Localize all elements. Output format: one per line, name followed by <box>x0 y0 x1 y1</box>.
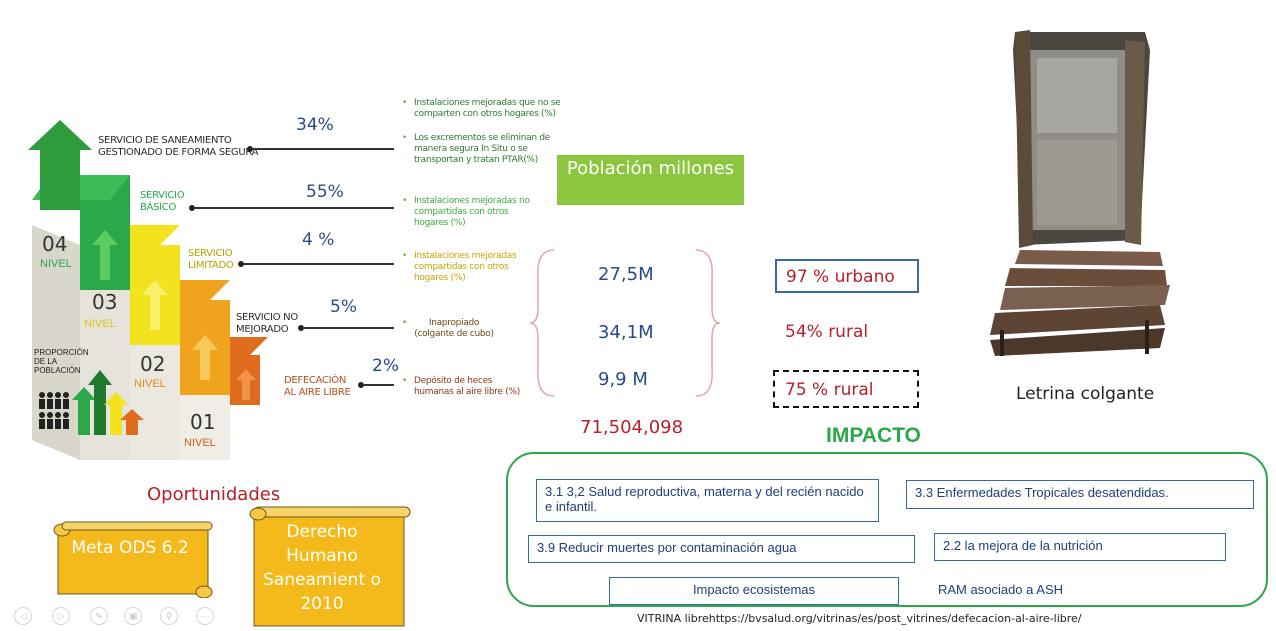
zoom-icon[interactable]: ⚲ <box>160 607 178 625</box>
level-01-nivel: NIVEL <box>184 437 216 449</box>
scroll-banner-1 <box>53 521 213 598</box>
impacto-title: IMPACTO <box>826 424 921 447</box>
level-04-nivel: NIVEL <box>40 258 72 270</box>
poblacion-title: Población millones <box>557 155 744 205</box>
level-03-nivel: NIVEL <box>84 318 116 330</box>
photo-caption: Letrina colgante <box>1016 384 1155 404</box>
desc-limited: Instalaciones mejoradas compartidas con … <box>402 251 524 284</box>
impacto-item-enfermedades: 3.3 Enfermedades Tropicales desatendidas… <box>906 480 1254 509</box>
connector-line <box>252 148 394 150</box>
line-dot <box>189 205 195 211</box>
line-dot <box>247 146 253 152</box>
level-02-nivel: NIVEL <box>134 378 166 390</box>
level-03-number: 03 <box>92 290 118 314</box>
pct-safely-managed: 34% <box>296 115 334 135</box>
share-rural-75: 75 % rural <box>773 370 919 408</box>
line-dot <box>238 261 244 267</box>
pct-basic: 55% <box>306 182 344 202</box>
poblacion-value-2: 34,1M <box>598 322 654 343</box>
poblacion-total: 71,504,098 <box>580 417 684 438</box>
prev-slide-icon[interactable]: ◁ <box>14 607 32 625</box>
pct-open-defecation: 2% <box>372 356 399 376</box>
line-dot <box>358 382 364 388</box>
population-proportion-label: PROPORCIÓN DE LA POBLACIÓN <box>34 348 89 375</box>
next-slide-icon[interactable]: ▷ <box>52 607 70 625</box>
slides-icon[interactable]: ▣ <box>124 607 142 625</box>
impacto-item-salud: 3.1 3,2 Salud reproductiva, materna y de… <box>536 479 879 522</box>
connector-line <box>243 263 394 265</box>
desc-basic: Instalaciones mejoradas no compartidas c… <box>402 196 544 229</box>
impacto-item-nutricion: 2.2 la mejora de la nutrición <box>934 533 1226 561</box>
impacto-item-contaminacion: 3.9 Reducir muertes por contaminación ag… <box>528 535 915 563</box>
pct-unimproved: 5% <box>330 297 357 317</box>
scroll-derecho-humano: Derecho Humano Saneamient o 2010 <box>263 522 381 614</box>
level-label-unimproved: SERVICIO NO MEJORADO <box>236 312 298 335</box>
impacto-container <box>506 452 1268 607</box>
share-rural-54: 54% rural <box>785 322 869 342</box>
desc-unimproved: Inapropiado (colgante de cubo) <box>402 318 494 340</box>
poblacion-value-3: 9,9 M <box>598 369 648 390</box>
share-urbano: 97 % urbano <box>775 259 919 293</box>
pen-icon[interactable]: ✎ <box>90 607 108 625</box>
oportunidades-title: Oportunidades <box>147 484 281 505</box>
level-label-limited: SERVICIO LIMITADO <box>188 248 234 271</box>
poblacion-value-1: 27,5M <box>598 264 654 285</box>
connector-line <box>194 207 394 209</box>
impacto-item-ram: RAM asociado a ASH <box>938 582 1064 597</box>
sanitation-ladder-graphic <box>28 120 268 460</box>
line-dot <box>298 325 304 331</box>
desc-safely-managed-1: Instalaciones mejoradas que no se compar… <box>402 98 574 120</box>
latrine-photo <box>990 30 1170 356</box>
level-label-open-defecation: DEFECACIÓN AL AIRE LIBRE <box>284 375 351 398</box>
scroll-meta-ods: Meta ODS 6.2 <box>71 538 189 558</box>
pct-limited: 4 % <box>302 230 335 250</box>
impacto-item-ecosistemas: Impacto ecosistemas <box>609 577 899 605</box>
menu-icon[interactable]: ⋯ <box>196 607 214 625</box>
level-label-safely-managed: SERVICIO DE SANEAMIENTO GESTIONADO DE FO… <box>98 135 259 158</box>
level-02-number: 02 <box>140 352 166 376</box>
desc-open-defecation: Depósito de heces humanas al aire libre … <box>402 376 534 398</box>
desc-safely-managed-2: Los excrementos se eliminan de manera se… <box>402 133 574 166</box>
level-04-number: 04 <box>42 232 68 256</box>
level-label-basic: SERVICIO BÁSICO <box>140 190 185 213</box>
right-brace <box>695 249 721 397</box>
scroll-banner-2 <box>249 506 411 627</box>
connector-line <box>303 327 394 329</box>
level-01-number: 01 <box>190 410 216 434</box>
connector-line <box>363 384 394 386</box>
source-link[interactable]: VITRINA librehttps://bvsalud.org/vitrina… <box>637 612 1082 625</box>
left-brace <box>529 249 555 397</box>
